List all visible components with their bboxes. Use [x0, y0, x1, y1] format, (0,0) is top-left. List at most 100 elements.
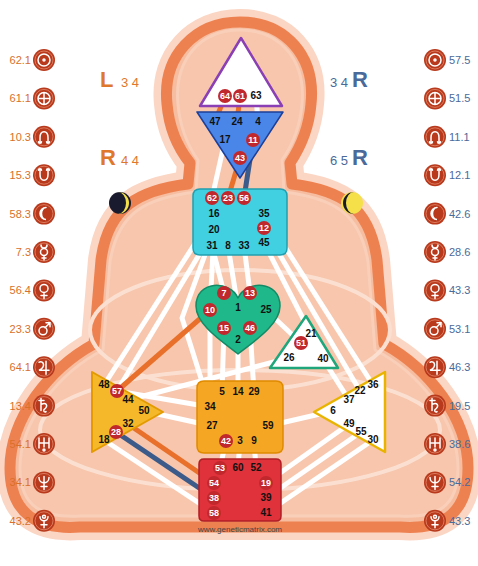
- planet-glyph: [41, 245, 48, 260]
- gate-number: 63: [250, 91, 261, 101]
- activation-value: 46.3: [449, 362, 470, 373]
- planet-disc: [424, 126, 446, 148]
- moon-icon: [109, 192, 131, 214]
- gate-number: 26: [283, 353, 294, 363]
- gate-number: 35: [258, 209, 269, 219]
- planet-disc: [33, 510, 55, 532]
- activation-value: 11.1: [449, 131, 470, 142]
- gate-number: 14: [232, 387, 243, 397]
- center-outline: [197, 112, 283, 178]
- planet-ring: [35, 358, 53, 376]
- gate-number: 20: [208, 225, 219, 235]
- planet-disc: [33, 318, 55, 340]
- header-letter: L: [100, 69, 113, 91]
- planet-ring: [426, 89, 444, 107]
- planet-glyph: [430, 399, 438, 412]
- gate-number: 48: [98, 380, 109, 390]
- gate-number: 6: [330, 406, 336, 416]
- activation-value: 28.6: [449, 247, 470, 258]
- center-outline: [200, 38, 282, 106]
- planet-glyph: [38, 92, 50, 104]
- gate-number: 21: [305, 329, 316, 339]
- gate-number: 53: [213, 461, 227, 475]
- activation-value: 10.3: [1, 131, 31, 142]
- planet-symbol: [33, 433, 55, 455]
- center: 48574450322818: [90, 370, 165, 454]
- moon-icon: [341, 192, 363, 214]
- planet-symbol: [424, 203, 446, 225]
- planet-symbol: [424, 433, 446, 455]
- center: 7131102515462: [190, 278, 286, 356]
- planet-symbol: [33, 49, 55, 71]
- activation-value: 54.1: [1, 439, 31, 450]
- body-arc: [40, 370, 440, 490]
- activation-value: 58.3: [1, 208, 31, 219]
- planet-glyph: [429, 92, 441, 104]
- gate-number: 51: [294, 336, 308, 350]
- planet-disc: [33, 395, 55, 417]
- gate-number: 8: [225, 241, 231, 251]
- gate-number: 29: [248, 387, 259, 397]
- activation-value: 57.5: [449, 55, 470, 66]
- gate-number: 44: [122, 395, 133, 405]
- gate-number: 58: [207, 506, 221, 520]
- planet-glyph: [40, 284, 48, 298]
- planet-glyph: [432, 245, 439, 260]
- planet-glyph: [39, 361, 49, 374]
- planet-symbol: [33, 356, 55, 378]
- gate-number: 3: [237, 436, 243, 446]
- planet-ring: [426, 358, 444, 376]
- gate-number: 52: [250, 463, 261, 473]
- gate-number: 12: [257, 221, 271, 235]
- planet-disc: [424, 279, 446, 301]
- gate-number: 61: [233, 89, 247, 103]
- planet-glyph: [430, 132, 441, 144]
- gate-number: 19: [259, 476, 273, 490]
- planet-symbol: [33, 164, 55, 186]
- header-digits: 4 4: [121, 154, 139, 167]
- planet-disc: [33, 356, 55, 378]
- planet-disc: [33, 126, 55, 148]
- activation-value: 51.5: [449, 93, 470, 104]
- channel-line: [117, 310, 210, 391]
- planet-symbol: [33, 87, 55, 109]
- planet-glyph: [39, 169, 50, 181]
- center: 536052541938395841: [198, 458, 282, 522]
- planet-ring: [35, 128, 53, 146]
- planet-disc: [33, 241, 55, 263]
- planet-ring: [426, 512, 444, 530]
- activation-value: 43.2: [1, 515, 31, 526]
- planet-ring: [426, 128, 444, 146]
- activation-value: 19.5: [449, 400, 470, 411]
- activation-value: 34.1: [1, 477, 31, 488]
- gate-number: 2: [235, 335, 241, 345]
- center-outline: [314, 372, 385, 452]
- activation-value: 43.3: [449, 515, 470, 526]
- header-letter: R: [352, 147, 368, 169]
- gate-number: 49: [343, 419, 354, 429]
- gate-number: 16: [208, 209, 219, 219]
- planet-disc: [424, 241, 446, 263]
- body-band: [10, 22, 468, 527]
- planet-ring: [426, 320, 444, 338]
- activation-value: 15.3: [1, 170, 31, 181]
- gate-number: 64: [218, 89, 232, 103]
- activation-value: 42.6: [449, 208, 470, 219]
- planet-symbol: [424, 356, 446, 378]
- planet-ring: [35, 89, 53, 107]
- planet-ring: [35, 51, 53, 69]
- planet-glyph: [430, 361, 440, 374]
- activation-value: 7.3: [1, 247, 31, 258]
- planet-glyph: [39, 399, 47, 412]
- planet-disc: [424, 318, 446, 340]
- activation-value: 23.3: [1, 323, 31, 334]
- center: 47244171143: [195, 110, 285, 180]
- activation-value: 64.1: [1, 362, 31, 373]
- gate-number: 30: [367, 435, 378, 445]
- gate-number: 47: [209, 117, 220, 127]
- gate-number: 62: [205, 191, 219, 205]
- gate-number: 27: [206, 421, 217, 431]
- gate-number: 22: [354, 386, 365, 396]
- planet-symbol: [424, 395, 446, 417]
- planet-ring: [426, 51, 444, 69]
